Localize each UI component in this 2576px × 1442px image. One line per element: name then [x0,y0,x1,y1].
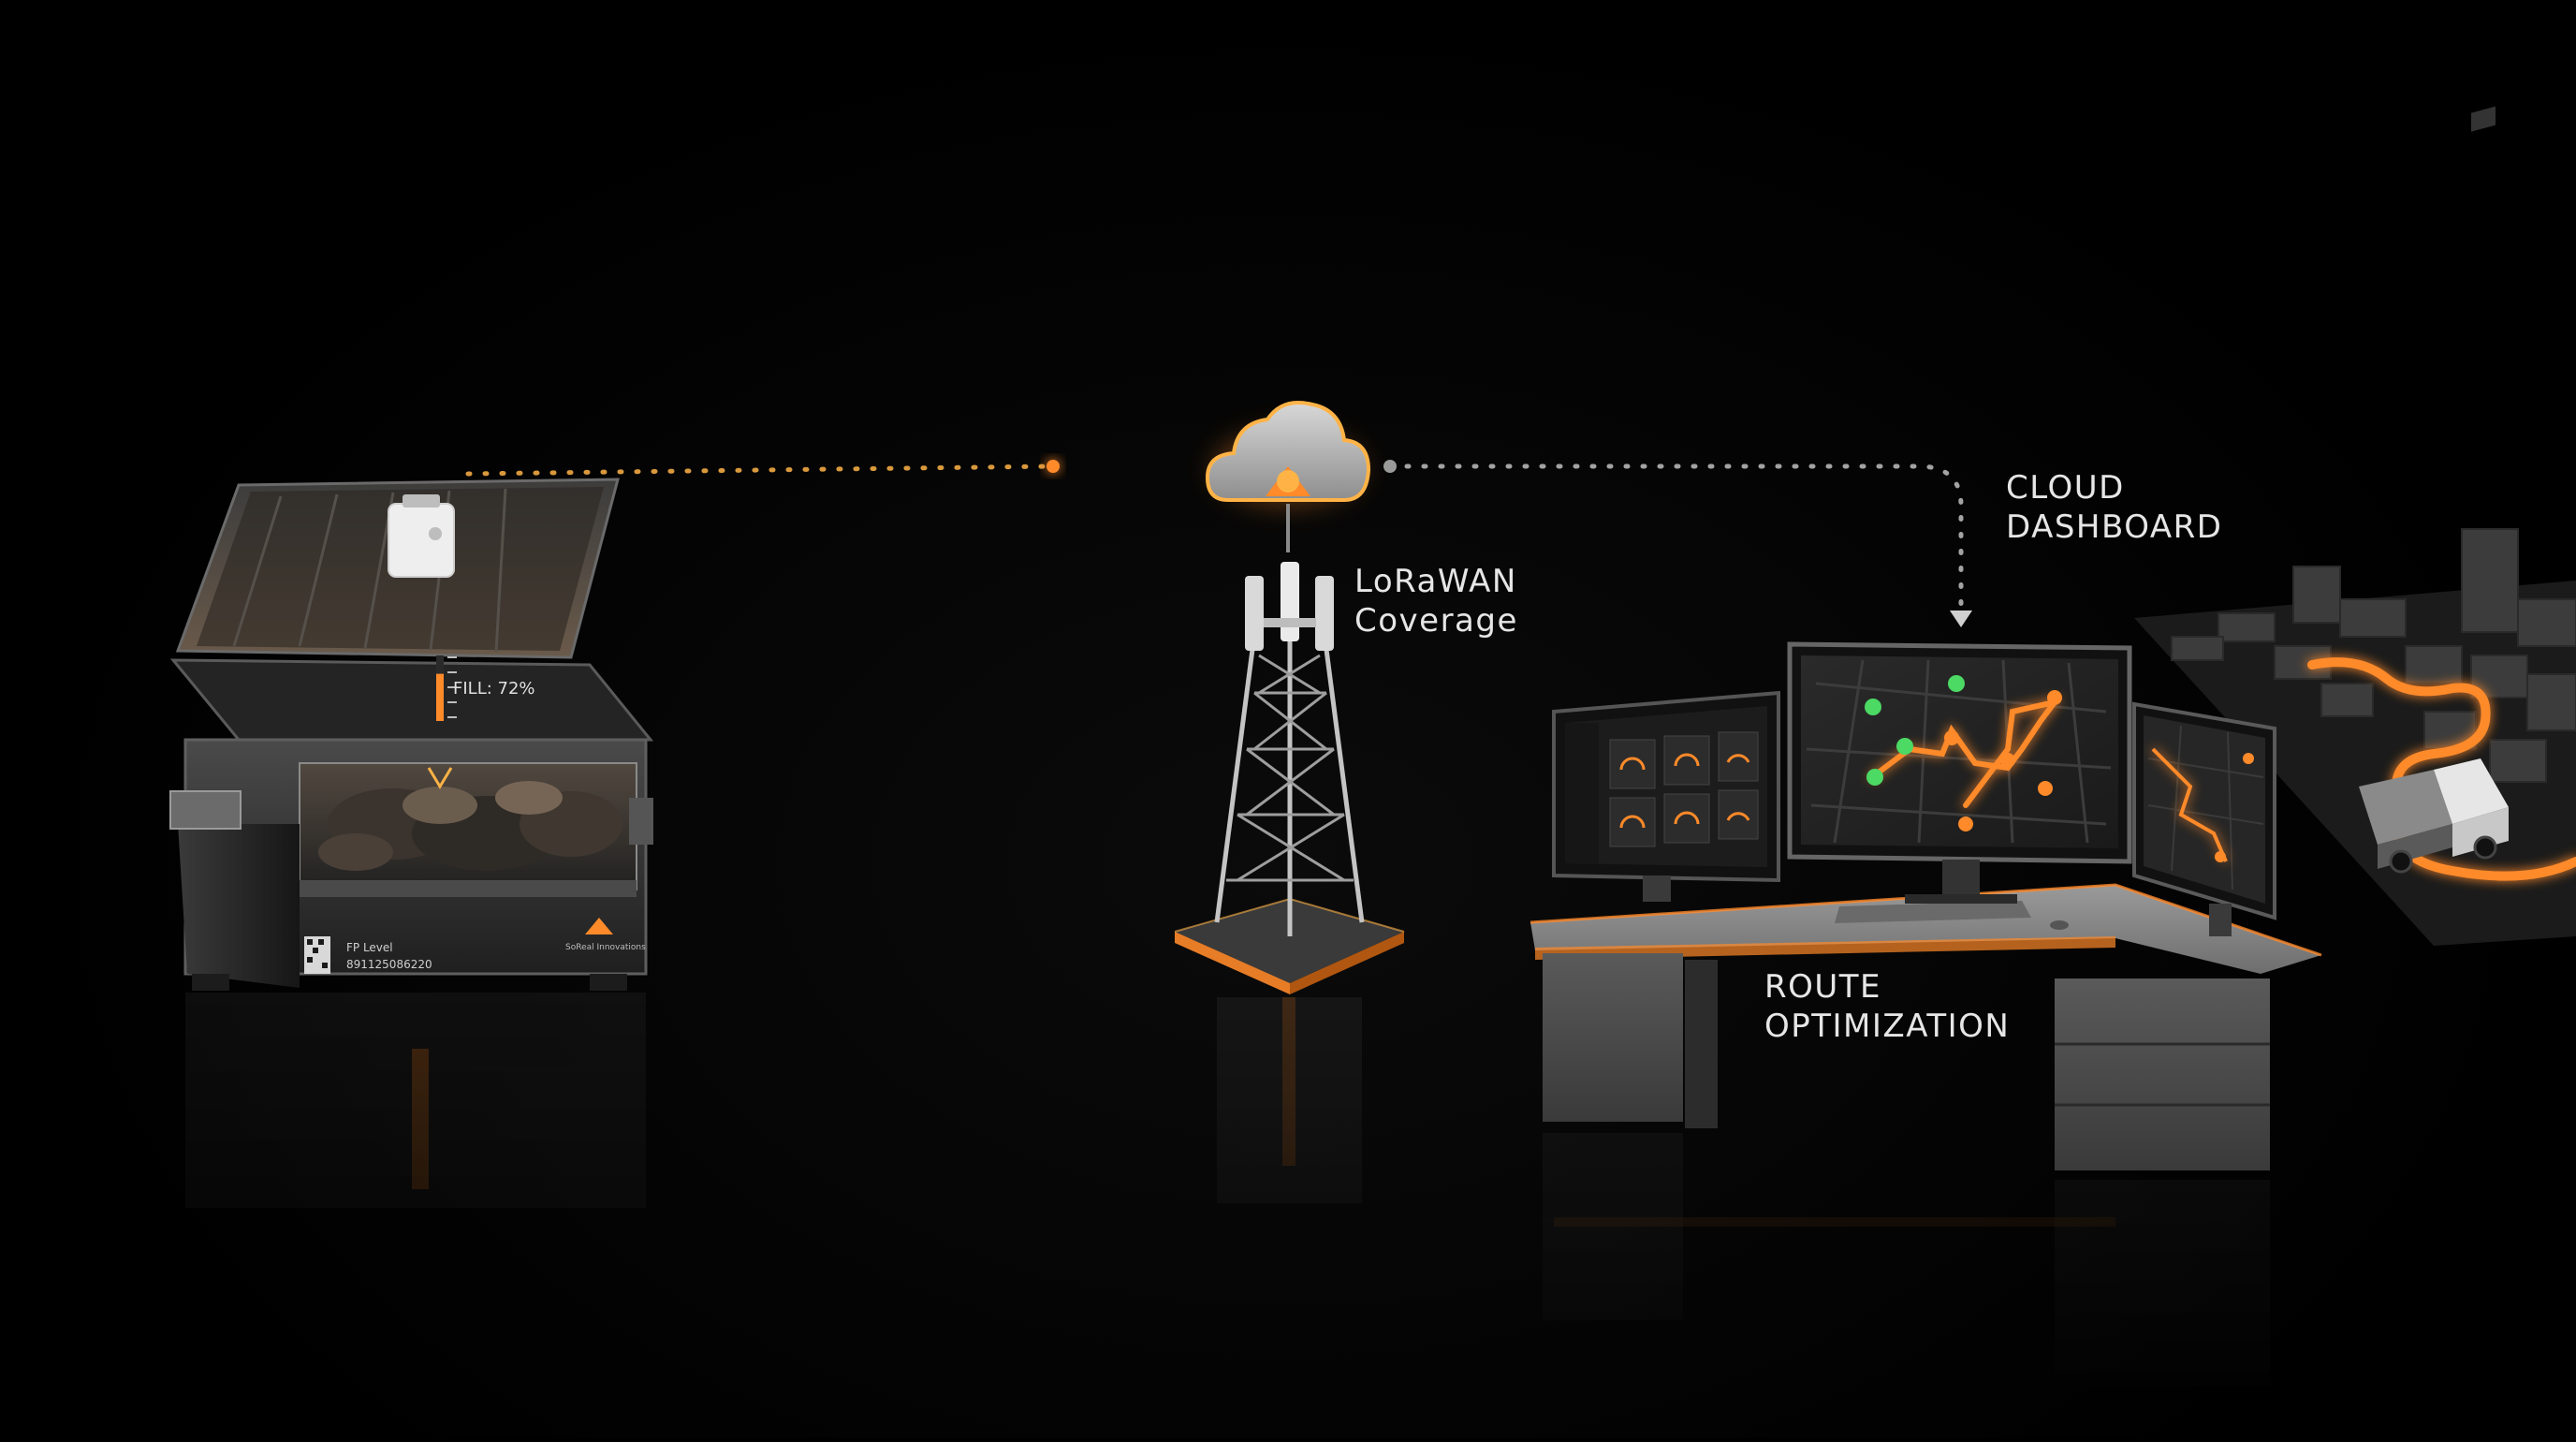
plate-serial: 891125086220 [346,958,432,971]
route-optimization-label: ROUTE OPTIMIZATION [1764,967,2010,1046]
lorawan-coverage-label: LoRaWAN Coverage [1354,562,1518,640]
dashboard-monitor [1554,693,1778,902]
fill-readout: FILL: 72% [453,679,535,699]
data-link-bin-to-cloud [468,460,1060,474]
cloud-dashboard-label: CLOUD DASHBOARD [2006,468,2222,547]
cloud-icon [1208,403,1368,552]
smart-bin-icon: FILL: 72% FP Level 891125086220 SoReal I… [170,479,653,991]
arrow-down-icon [1950,611,1972,627]
monitor-desk-icon [1530,644,2321,1170]
bin-handle-left [170,791,241,829]
route-map-monitor [1790,644,2130,904]
floor-reflection [185,993,2270,1386]
bin-brand: SoReal Innovations [565,943,646,952]
plate-title: FP Level [346,941,393,954]
